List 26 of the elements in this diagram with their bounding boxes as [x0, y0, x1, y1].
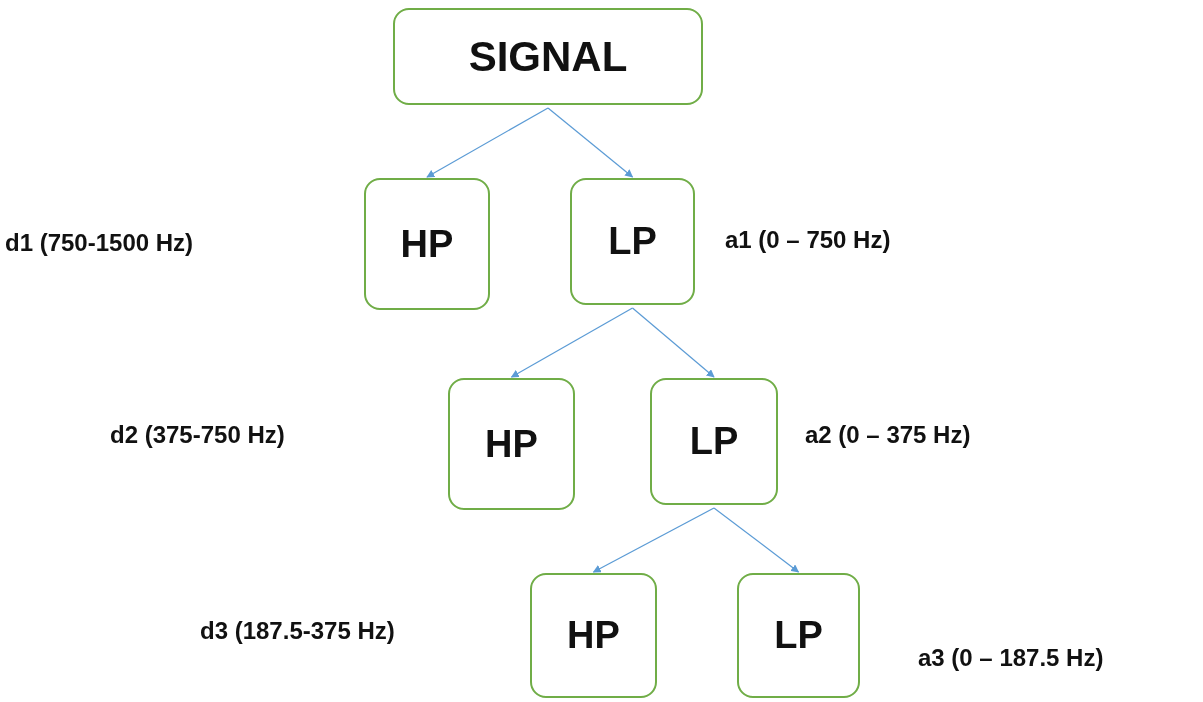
node-label: SIGNAL [468, 32, 628, 81]
node-label: HP [400, 222, 454, 266]
filter-box [737, 573, 860, 698]
signal-box [393, 8, 703, 105]
filter-box [570, 178, 695, 305]
arrow [713, 507, 800, 573]
node-label: HP [485, 422, 538, 466]
node-label: HP [567, 614, 620, 657]
node-label: LP [774, 614, 823, 657]
filter-box [530, 573, 657, 698]
arrow [631, 307, 715, 378]
frequency-band-label: d1 (750-1500 Hz) [5, 229, 194, 257]
node-label: LP [689, 420, 739, 463]
arrow [547, 107, 634, 178]
frequency-band-label: a2 (0 – 375 Hz) [805, 421, 971, 449]
filter-box [650, 378, 778, 505]
frequency-band-label: d3 (187.5-375 Hz) [200, 617, 395, 645]
arrow [592, 507, 715, 573]
arrow [426, 107, 549, 178]
node-label: LP [608, 220, 657, 263]
arrow [510, 307, 634, 378]
filter-box [364, 178, 490, 310]
frequency-band-label: d2 (375-750 Hz) [110, 421, 285, 449]
filter-box [448, 378, 575, 510]
frequency-band-label: a1 (0 – 750 Hz) [725, 226, 891, 254]
frequency-band-label: a3 (0 – 187.5 Hz) [918, 644, 1104, 672]
